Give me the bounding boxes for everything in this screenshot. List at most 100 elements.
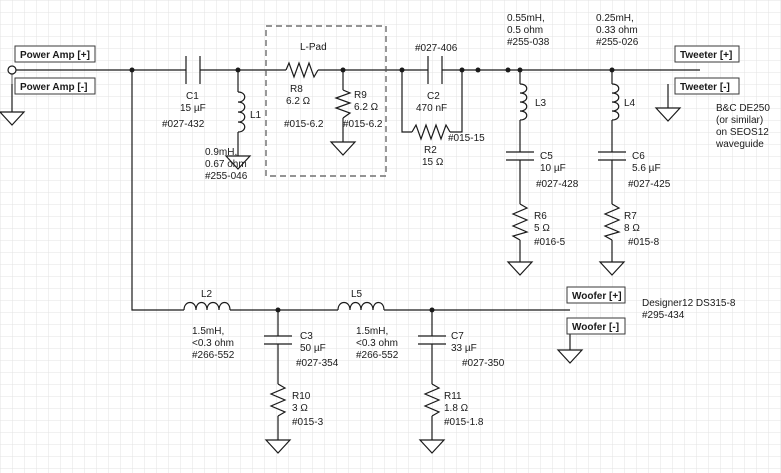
port-tweeter-minus[interactable]: Tweeter [-]: [674, 77, 740, 95]
r7-name: R7: [624, 211, 637, 222]
c3-value: 50 µF: [300, 343, 326, 354]
c6-name: C6: [632, 151, 645, 162]
r11-value: 1.8 Ω: [444, 403, 469, 414]
resistor-r11[interactable]: [423, 383, 441, 417]
tweeter-note-3: on SEOS12: [716, 127, 769, 138]
svg-text:Woofer [-]: Woofer [-]: [572, 322, 619, 333]
c5-name: C5: [540, 151, 553, 162]
c1-part: #027-432: [162, 119, 205, 130]
r11-name: R11: [444, 391, 462, 402]
c7-part: #027-350: [462, 358, 505, 369]
port-tweeter-plus[interactable]: Tweeter [+]: [674, 45, 740, 63]
l4-spec1: 0.25mH,: [596, 13, 634, 24]
port-woofer-plus[interactable]: Woofer [+]: [566, 286, 626, 304]
r9-part: #015-6.2: [343, 119, 383, 130]
c2-name: C2: [427, 91, 440, 102]
l4-spec2: 0.33 ohm: [596, 25, 638, 36]
svg-text:Tweeter [-]: Tweeter [-]: [680, 82, 730, 93]
c1-name: C1: [186, 91, 199, 102]
r6-part: #016-5: [534, 237, 566, 248]
c2-part: #027-406: [415, 43, 458, 54]
capacitor-c7[interactable]: [418, 335, 446, 345]
l3-name: L3: [535, 98, 547, 109]
svg-text:Woofer [+]: Woofer [+]: [572, 291, 622, 302]
r2-value: 15 Ω: [422, 157, 444, 168]
resistor-r8[interactable]: [285, 61, 319, 79]
inductor-l5[interactable]: [337, 301, 385, 311]
r8-part: #015-6.2: [284, 119, 324, 130]
r9-name: R9: [354, 90, 367, 101]
r10-part: #015-3: [292, 417, 324, 428]
capacitor-c3[interactable]: [264, 335, 292, 345]
port-power-amp-plus[interactable]: Power Amp [+]: [7, 45, 96, 75]
inductor-l3[interactable]: [519, 83, 528, 121]
c6-value: 5.6 µF: [632, 163, 661, 174]
c5-part: #027-428: [536, 179, 579, 190]
tweeter-note-2: (or similar): [716, 115, 763, 126]
l1-name: L1: [250, 110, 262, 121]
wiring: [11, 69, 700, 440]
r2-name: R2: [424, 145, 437, 156]
c7-value: 33 µF: [451, 343, 477, 354]
l5-spec1: 1.5mH,: [356, 326, 388, 337]
l2-spec1: 1.5mH,: [192, 326, 224, 337]
r9-value: 6.2 Ω: [354, 102, 379, 113]
l1-spec2: 0.67 ohm: [205, 159, 247, 170]
resistor-r10[interactable]: [269, 383, 287, 417]
c5-value: 10 µF: [540, 163, 566, 174]
l1-spec1: 0.9mH,: [205, 147, 237, 158]
r10-name: R10: [292, 391, 311, 402]
r6-value: 5 Ω: [534, 223, 550, 234]
r10-value: 3 Ω: [292, 403, 308, 414]
l3-spec1: 0.55mH,: [507, 13, 545, 24]
l1-part: #255-046: [205, 171, 248, 182]
lpad-title: L-Pad: [300, 42, 327, 53]
inductor-l1[interactable]: [237, 91, 246, 133]
l3-spec2: 0.5 ohm: [507, 25, 543, 36]
r7-part: #015-8: [628, 237, 660, 248]
inductor-l4[interactable]: [611, 83, 620, 121]
r11-part: #015-1.8: [444, 417, 484, 428]
lpad-box: [265, 25, 387, 177]
r6-name: R6: [534, 211, 547, 222]
capacitor-c2[interactable]: [427, 56, 443, 84]
capacitor-c1[interactable]: [185, 56, 201, 84]
svg-text:Power Amp [+]: Power Amp [+]: [20, 50, 90, 61]
port-woofer-minus[interactable]: Woofer [-]: [566, 317, 626, 335]
l2-part: #266-552: [192, 350, 235, 361]
resistor-r2[interactable]: [411, 123, 451, 141]
l4-part: #255-026: [596, 37, 639, 48]
c3-name: C3: [300, 331, 313, 342]
l5-part: #266-552: [356, 350, 399, 361]
l3-part: #255-038: [507, 37, 550, 48]
c1-value: 15 µF: [180, 103, 206, 114]
capacitor-c5[interactable]: [506, 151, 534, 161]
resistor-r9[interactable]: [334, 89, 352, 119]
tweeter-note-1: B&C DE250: [716, 103, 770, 114]
c6-part: #027-425: [628, 179, 671, 190]
l4-name: L4: [624, 98, 636, 109]
l5-spec2: <0.3 ohm: [356, 338, 398, 349]
c3-part: #027-354: [296, 358, 339, 369]
resistor-r6[interactable]: [511, 203, 529, 241]
port-power-amp-minus[interactable]: Power Amp [-]: [14, 77, 96, 95]
junction-dots: [129, 67, 615, 313]
l5-name: L5: [351, 289, 363, 300]
tweeter-note-4: waveguide: [715, 139, 764, 150]
svg-text:Power Amp [-]: Power Amp [-]: [20, 82, 87, 93]
woofer-note-2: #295-434: [642, 310, 685, 321]
r8-name: R8: [290, 84, 303, 95]
inductor-l2[interactable]: [183, 301, 231, 311]
l2-spec2: <0.3 ohm: [192, 338, 234, 349]
r7-value: 8 Ω: [624, 223, 640, 234]
c7-name: C7: [451, 331, 464, 342]
l2-name: L2: [201, 289, 213, 300]
resistor-r7[interactable]: [603, 203, 621, 241]
capacitor-c6[interactable]: [598, 151, 626, 161]
r2-part: #015-15: [448, 133, 485, 144]
r8-value: 6.2 Ω: [286, 96, 311, 107]
c2-value: 470 nF: [416, 103, 447, 114]
woofer-note-1: Designer12 DS315-8: [642, 298, 736, 309]
